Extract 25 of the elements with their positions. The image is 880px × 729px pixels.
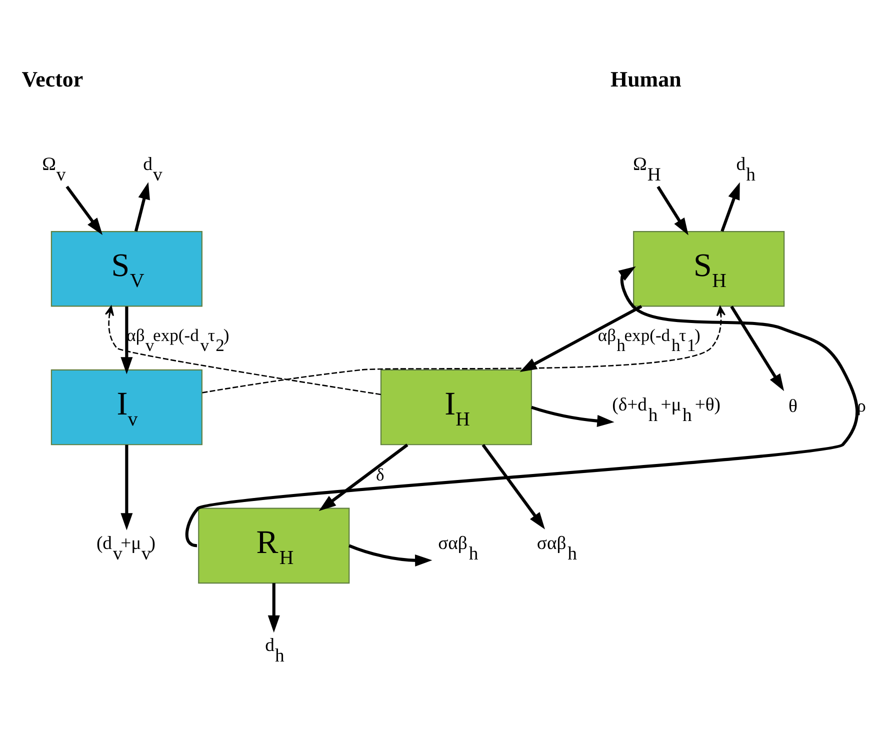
node-box: R$_{H}$ <box>198 507 350 584</box>
arrow <box>530 405 614 426</box>
arrow <box>202 305 726 393</box>
arrow <box>720 182 740 232</box>
label: Human <box>610 66 682 92</box>
node-text: θ <box>788 395 798 416</box>
node-box: S$_{H}$ <box>633 230 785 306</box>
arrow <box>66 185 103 235</box>
arrow <box>730 305 784 391</box>
arrow <box>134 182 150 232</box>
arrow <box>348 544 432 566</box>
edge-label: δ <box>376 464 384 484</box>
arrow <box>482 443 545 529</box>
arrow <box>656 185 688 235</box>
arrow <box>268 582 280 632</box>
arrow <box>104 305 381 395</box>
arrow <box>318 443 408 510</box>
arrow <box>520 304 642 372</box>
arrow <box>120 444 133 530</box>
arrow <box>120 306 133 374</box>
node-box: I$_{v}$ <box>50 368 202 445</box>
edge-label: ρ <box>857 394 866 415</box>
label: Vector <box>22 66 84 92</box>
node-box: I$_{H}$ <box>380 368 532 445</box>
node-box: S$_{V}$ <box>50 230 202 306</box>
